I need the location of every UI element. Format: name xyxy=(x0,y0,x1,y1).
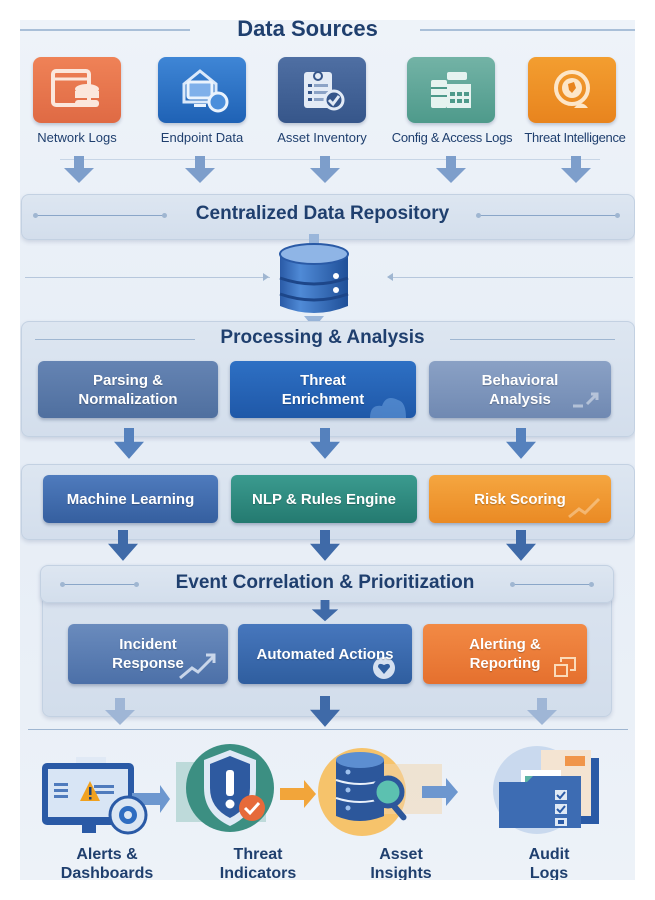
trend-decoration-icon xyxy=(573,392,599,408)
source-tile-asset-inventory[interactable] xyxy=(278,57,366,123)
output-label-line1: Audit xyxy=(528,846,570,863)
source-label: Endpoint Data xyxy=(160,130,244,145)
trend-arrow-icon xyxy=(179,653,216,680)
flow-arrow-down xyxy=(106,530,140,562)
divider-line xyxy=(510,582,594,587)
card-label-line1: Parsing & xyxy=(92,371,164,389)
divider-line xyxy=(476,213,620,218)
stage-card-parsing-normalization[interactable]: Parsing &Normalization xyxy=(38,361,218,418)
database-search-icon xyxy=(312,742,472,837)
divider-line xyxy=(60,582,139,587)
output-label-line2: Indicators xyxy=(219,865,297,880)
flow-arrow-down xyxy=(504,530,538,562)
flow-arrow-down xyxy=(62,156,96,184)
flow-arrow-down xyxy=(308,156,342,184)
flow-arrow-down xyxy=(308,428,342,460)
source-label: Threat Intelligence xyxy=(524,130,626,145)
architecture-diagram: Data Sources xyxy=(20,20,635,880)
stage-card-machine-learning[interactable]: Machine Learning xyxy=(43,475,218,523)
cloud-decoration-icon xyxy=(370,398,406,418)
server-window-icon xyxy=(51,69,99,107)
card-label: Machine Learning xyxy=(66,490,195,508)
output-label-line1: Alerts & xyxy=(76,846,138,863)
source-label: Config & Access Logs xyxy=(391,130,513,145)
action-card-alerting-reporting[interactable]: Alerting & Reporting xyxy=(423,624,587,684)
source-label: Asset Inventory xyxy=(277,130,367,145)
divider-line xyxy=(35,339,195,340)
config-table-icon xyxy=(431,72,471,108)
divider-line xyxy=(28,729,628,730)
stage-card-risk-scoring[interactable]: Risk Scoring xyxy=(429,475,611,523)
card-label: Automated Actions xyxy=(256,645,394,663)
flow-arrow-down xyxy=(310,600,340,622)
trend-up-decoration-icon xyxy=(568,497,601,519)
flow-arrow-down xyxy=(103,698,137,726)
stage-card-nlp-rules-engine[interactable]: NLP & Rules Engine xyxy=(231,475,417,523)
section-title-repository: Centralized Data Repository xyxy=(195,203,450,224)
source-label: Network Logs xyxy=(37,130,117,145)
report-windows-icon xyxy=(554,657,576,677)
flow-line xyxy=(25,277,270,278)
divider-line xyxy=(420,29,635,31)
clipboard-check-icon xyxy=(304,71,345,111)
endpoint-monitor-icon xyxy=(182,69,229,113)
location-heart-icon xyxy=(373,657,395,679)
source-tile-threat-intelligence[interactable] xyxy=(528,57,616,123)
card-label-line2: Enrichment xyxy=(281,390,365,408)
output-label-alerts-dashboards: Alerts & Dashboards xyxy=(42,845,172,880)
card-label-line2: Analysis xyxy=(489,390,551,408)
output-label-line2: Dashboards xyxy=(60,865,154,880)
flow-arrow-down xyxy=(559,156,593,184)
card-label-line2: Normalization xyxy=(78,390,178,408)
flow-arrowhead xyxy=(387,273,393,281)
flow-arrow-down xyxy=(183,156,217,184)
flow-arrow-down xyxy=(112,428,146,460)
database-icon xyxy=(276,234,352,334)
card-label-line2: Response xyxy=(112,655,184,672)
section-title-data-sources: Data Sources xyxy=(237,20,378,41)
flow-arrow-down xyxy=(308,530,342,562)
source-tile-network-logs[interactable] xyxy=(33,57,121,123)
threat-radar-icon xyxy=(554,70,590,108)
card-label-line1: Threat xyxy=(300,371,346,389)
section-title-correlation: Event Correlation & Prioritization xyxy=(175,572,475,593)
flow-arrow-down xyxy=(308,696,342,728)
card-label-line1: Behavioral xyxy=(481,371,559,389)
card-label-line1: Alerting & xyxy=(469,636,541,653)
flow-arrow-down xyxy=(504,428,538,460)
card-label: Risk Scoring xyxy=(474,490,566,508)
flow-arrow-down xyxy=(525,698,559,726)
card-label: NLP & Rules Engine xyxy=(252,490,396,508)
card-label-line2: Reporting xyxy=(469,655,541,672)
divider-line xyxy=(450,339,615,340)
repository-panel xyxy=(21,194,635,240)
divider-line xyxy=(33,213,167,218)
output-label-line1: Threat xyxy=(233,846,283,863)
section-title-processing: Processing & Analysis xyxy=(220,327,425,348)
folder-checklist-icon xyxy=(485,742,620,834)
flow-arrow-down xyxy=(434,156,468,184)
output-label-line2: Logs xyxy=(529,865,569,880)
shield-alert-icon xyxy=(170,742,320,834)
flow-arrowhead xyxy=(263,273,269,281)
source-tile-endpoint-data[interactable] xyxy=(158,57,246,123)
card-label-line1: Incident xyxy=(119,636,177,653)
divider-line xyxy=(20,29,190,31)
output-label-line2: Insights xyxy=(370,865,432,880)
action-card-automated-actions[interactable]: Automated Actions xyxy=(238,624,412,684)
source-tile-config-access-logs[interactable] xyxy=(407,57,495,123)
output-label-line1: Asset xyxy=(379,846,423,863)
flow-line xyxy=(388,277,633,278)
alert-monitor-icon xyxy=(32,745,172,835)
